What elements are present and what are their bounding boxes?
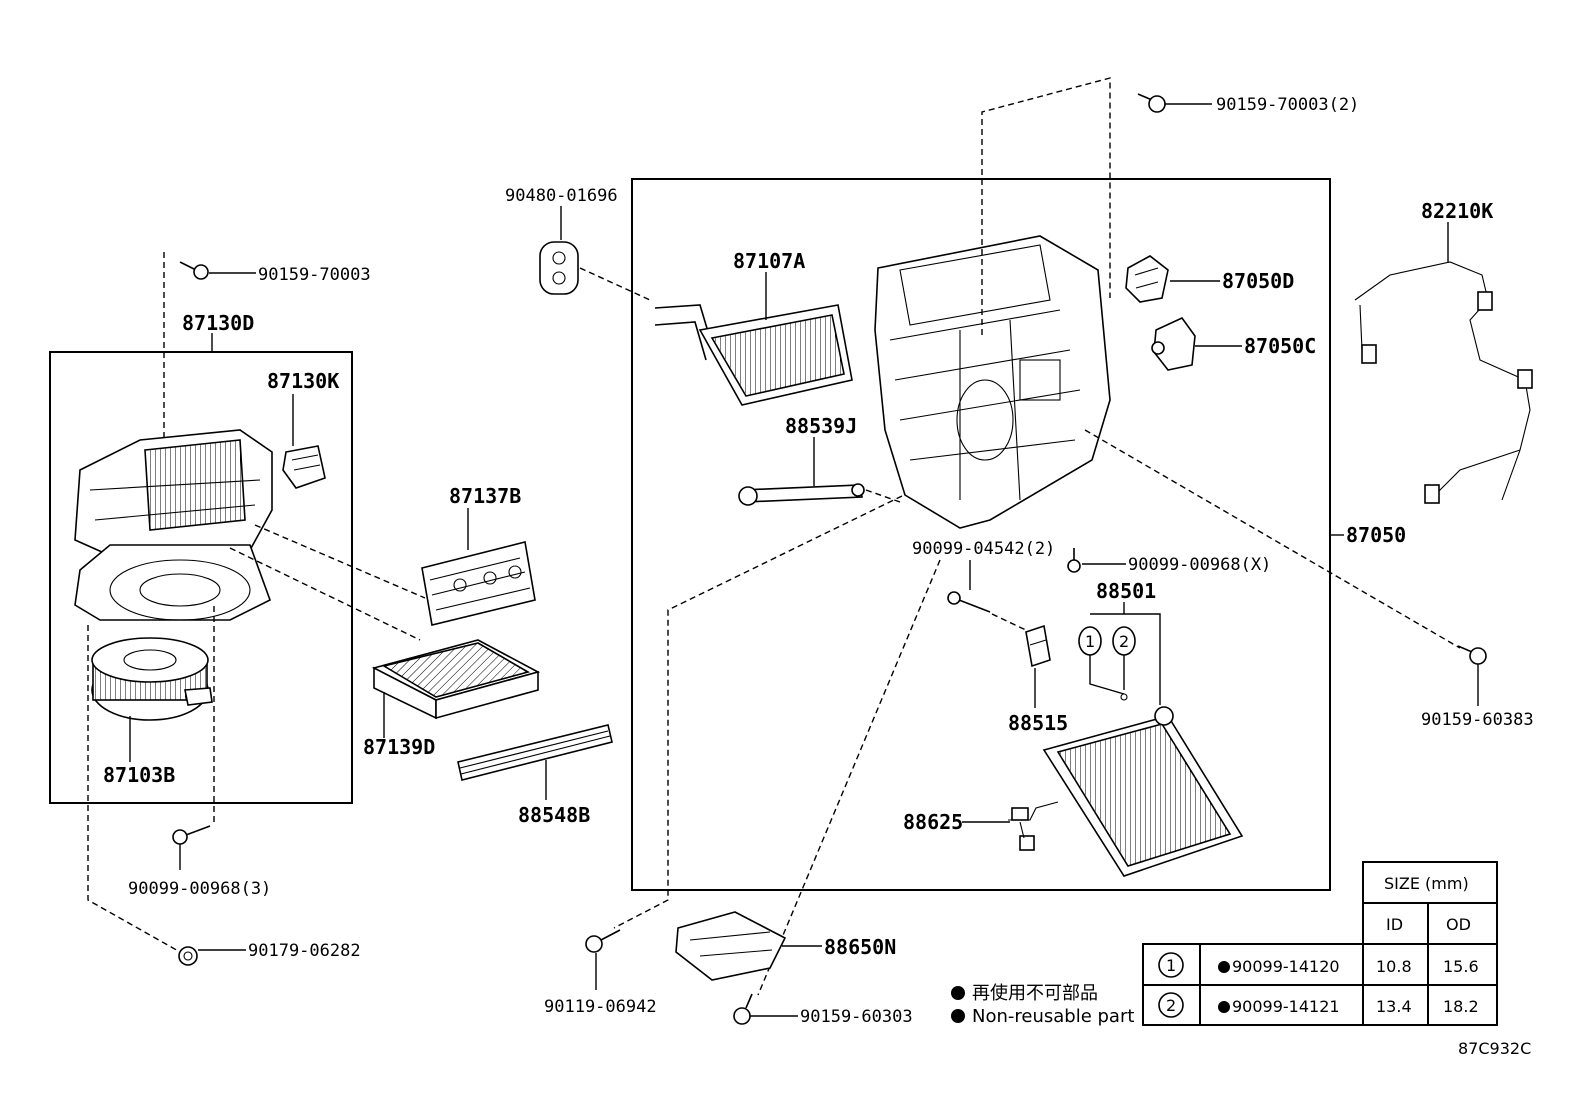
label-82210K: 82210K (1421, 199, 1493, 223)
label-88539J: 88539J (785, 414, 857, 438)
blower-assembly-box (49, 351, 353, 804)
size-table: SIZE (mm) ID OD 1 90099-14120 10.8 15.6 … (1142, 861, 1498, 1026)
svg-text:1: 1 (1085, 632, 1095, 651)
evaporator-88501 (1042, 706, 1244, 877)
svg-text:10.8: 10.8 (1376, 957, 1412, 976)
amplifier-88650N (675, 911, 787, 981)
label-90159-60383: 90159-60383 (1421, 710, 1534, 730)
servo-87050D (1125, 255, 1169, 303)
screw-90099-00968-3 (172, 825, 211, 870)
bolt-90099-04542 (947, 591, 991, 613)
label-90119-06942: 90119-06942 (544, 997, 657, 1017)
blower-motor-87103B (91, 637, 213, 721)
label-88650N: 88650N (824, 935, 896, 959)
label-88501: 88501 (1096, 579, 1156, 603)
label-87103B: 87103B (103, 763, 175, 787)
label-87050: 87050 (1346, 523, 1406, 547)
non-reusable-dot-icon (1218, 961, 1230, 973)
label-90179-06282: 90179-06282 (248, 941, 361, 961)
svg-text:18.2: 18.2 (1443, 997, 1479, 1016)
size-table-row: 1 90099-14120 10.8 15.6 (1158, 952, 1479, 978)
nut-90179-06282 (178, 946, 246, 966)
label-88625: 88625 (903, 810, 963, 834)
label-87050D: 87050D (1222, 269, 1294, 293)
tube-88548B (457, 724, 613, 781)
svg-text:2: 2 (1119, 632, 1129, 651)
label-88548B: 88548B (518, 803, 590, 827)
screw-90159-70003 (179, 261, 256, 280)
label-87130K: 87130K (267, 369, 339, 393)
expansion-valve-88515 (1025, 624, 1051, 668)
screw-90099-00968-X (1067, 548, 1126, 573)
label-90159-70003-2: 90159-70003(2) (1216, 95, 1359, 115)
diagram-code: 87C932C (1458, 1039, 1531, 1058)
legend-dot-icon (951, 1009, 965, 1023)
label-90099-04542-2: 90099-04542(2) (912, 539, 1055, 559)
legend: 再使用不可部品 Non-reusable part (951, 983, 1134, 1027)
grommet-90480-01696 (539, 241, 579, 295)
svg-text:90099-14120: 90099-14120 (1232, 957, 1340, 976)
label-90099-00968-3: 90099-00968(3) (128, 879, 271, 899)
label-90159-60303: 90159-60303 (800, 1007, 913, 1027)
sensor-88539J (738, 483, 865, 506)
svg-text:2: 2 (1166, 996, 1176, 1015)
servo-87050C (1151, 316, 1196, 371)
label-88515: 88515 (1008, 711, 1068, 735)
label-90159-70003: 90159-70003 (258, 265, 371, 285)
cabin-filter-87139D (371, 639, 541, 720)
legend-english: Non-reusable part (972, 1006, 1134, 1027)
non-reusable-dot-icon (1218, 1001, 1230, 1013)
screw-90119-06942 (585, 929, 621, 990)
heater-unit-housing-87050 (874, 235, 1111, 529)
label-90480-01696: 90480-01696 (505, 186, 618, 206)
heater-core-87107A (654, 304, 853, 406)
screw-90159-70003-2 (1137, 93, 1212, 113)
label-87139D: 87139D (363, 735, 435, 759)
screw-90159-60303 (733, 993, 798, 1025)
filter-cover-87137B (421, 541, 536, 626)
label-87137B: 87137B (449, 484, 521, 508)
size-table-row: 2 90099-14121 13.4 18.2 (1158, 992, 1479, 1018)
svg-text:13.4: 13.4 (1376, 997, 1412, 1016)
size-table-col-od: OD (1446, 915, 1471, 934)
svg-text:1: 1 (1166, 956, 1176, 975)
svg-text:90099-14121: 90099-14121 (1232, 997, 1340, 1016)
callout-1: 1 (1078, 626, 1102, 656)
screw-90159-60383 (1457, 645, 1487, 706)
label-90099-00968-X: 90099-00968(X) (1128, 555, 1271, 575)
servo-87130K (282, 445, 326, 489)
legend-dot-icon (951, 986, 965, 1000)
callout-2: 2 (1112, 626, 1136, 656)
label-87050C: 87050C (1244, 334, 1316, 358)
label-87130D: 87130D (182, 311, 254, 335)
wire-harness-82210K (1354, 261, 1533, 504)
legend-japanese: 再使用不可部品 (972, 983, 1098, 1004)
sensor-88625 (1008, 801, 1059, 851)
blower-housing-87130D (74, 429, 273, 621)
size-table-header: SIZE (mm) (1384, 874, 1469, 893)
size-table-col-id: ID (1386, 915, 1403, 934)
svg-text:15.6: 15.6 (1443, 957, 1479, 976)
label-87107A: 87107A (733, 249, 805, 273)
